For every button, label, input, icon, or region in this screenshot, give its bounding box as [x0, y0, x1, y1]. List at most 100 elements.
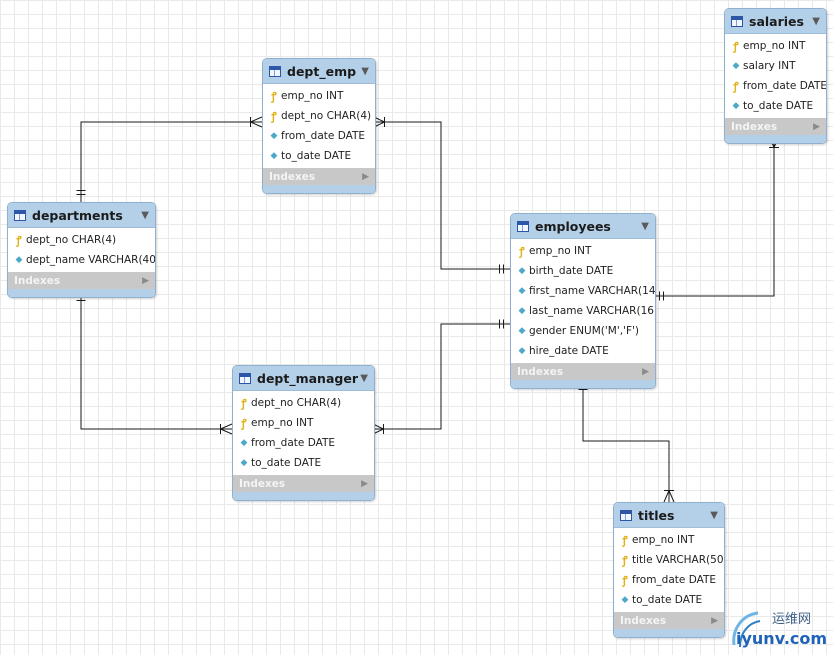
column-row[interactable]: ◆to_date DATE — [233, 453, 374, 473]
table-header[interactable]: employees ▼ — [511, 214, 655, 239]
column-row[interactable]: ꝭ from_date DATE — [614, 570, 724, 590]
table-icon — [269, 65, 281, 77]
table-header[interactable]: departments ▼ — [8, 203, 155, 228]
column-label: emp_no INT — [743, 40, 806, 52]
column-row[interactable]: ꝭ from_date DATE — [725, 76, 826, 96]
column-label: to_date DATE — [632, 594, 703, 606]
column-row[interactable]: ꝭ emp_no INT — [614, 530, 724, 550]
table-icon — [14, 209, 26, 221]
indexes-label: Indexes — [14, 274, 61, 287]
attribute-diamond-icon: ◆ — [15, 255, 23, 265]
table-footer — [263, 185, 375, 193]
expand-arrow-icon[interactable]: ▶ — [142, 275, 149, 286]
column-label: birth_date DATE — [529, 265, 614, 277]
attribute-diamond-icon: ◆ — [240, 458, 248, 468]
swoosh-icon — [732, 611, 761, 648]
primary-key-icon: ꝭ — [733, 79, 739, 93]
table-header[interactable]: salaries ▼ — [725, 9, 826, 34]
column-label: from_date DATE — [632, 574, 717, 586]
indexes-bar[interactable]: Indexes▶ — [725, 118, 826, 135]
column-label: to_date DATE — [281, 150, 352, 162]
collapse-arrow-icon[interactable]: ▼ — [812, 15, 820, 27]
indexes-bar[interactable]: Indexes ▶ — [8, 272, 155, 289]
collapse-arrow-icon[interactable]: ▼ — [641, 220, 649, 232]
column-row[interactable]: ◆from_date DATE — [233, 433, 374, 453]
primary-key-icon: ꝭ — [241, 416, 247, 430]
indexes-bar[interactable]: Indexes▶ — [511, 363, 655, 380]
attribute-diamond-icon: ◆ — [732, 101, 740, 111]
attribute-diamond-icon: ◆ — [621, 595, 629, 605]
column-row[interactable]: ◆dept_name VARCHAR(40) — [8, 250, 155, 270]
table-header[interactable]: titles ▼ — [614, 503, 724, 528]
column-label: from_date DATE — [743, 80, 827, 92]
indexes-bar[interactable]: Indexes▶ — [614, 612, 724, 629]
column-row[interactable]: ◆hire_date DATE — [511, 341, 655, 361]
column-row[interactable]: ◆to_date DATE — [263, 146, 375, 166]
expand-arrow-icon[interactable]: ▶ — [361, 478, 368, 489]
column-row[interactable]: ◆gender ENUM('M','F') — [511, 321, 655, 341]
indexes-bar[interactable]: Indexes ▶ — [263, 168, 375, 185]
column-label: from_date DATE — [251, 437, 336, 449]
relationship-line[interactable] — [374, 121, 510, 270]
table-header[interactable]: dept_manager ▼ — [233, 366, 374, 391]
column-row[interactable]: ◆birth_date DATE — [511, 261, 655, 281]
column-label: hire_date DATE — [529, 345, 609, 357]
expand-arrow-icon[interactable]: ▶ — [642, 366, 649, 377]
column-row[interactable]: ꝭ emp_no INT — [725, 36, 826, 56]
primary-key-icon: ꝭ — [519, 244, 525, 258]
column-row[interactable]: ◆to_date DATE — [725, 96, 826, 116]
collapse-arrow-icon[interactable]: ▼ — [141, 209, 149, 221]
watermark-logo: 运维网 iyunv.com — [728, 605, 832, 653]
relationship-line[interactable] — [373, 323, 510, 430]
attribute-diamond-icon: ◆ — [270, 151, 278, 161]
column-row[interactable]: ◆to_date DATE — [614, 590, 724, 610]
relationship-line[interactable] — [654, 136, 775, 297]
column-label: emp_no INT — [251, 417, 314, 429]
column-row[interactable]: ◆from_date DATE — [263, 126, 375, 146]
attribute-diamond-icon: ◆ — [518, 326, 526, 336]
column-label: dept_name VARCHAR(40) — [26, 254, 156, 266]
column-row[interactable]: ◆first_name VARCHAR(14) — [511, 281, 655, 301]
collapse-arrow-icon[interactable]: ▼ — [360, 372, 368, 384]
primary-key-icon: ꝭ — [622, 573, 628, 587]
column-row[interactable]: ◆last_name VARCHAR(16) — [511, 301, 655, 321]
primary-key-icon: ꝭ — [622, 553, 628, 567]
expand-arrow-icon[interactable]: ▶ — [711, 615, 718, 626]
column-label: emp_no INT — [281, 90, 344, 102]
attribute-diamond-icon: ◆ — [270, 131, 278, 141]
table-name: dept_manager — [257, 370, 358, 386]
table-footer — [233, 492, 374, 500]
column-label: to_date DATE — [743, 100, 814, 112]
column-label: dept_no CHAR(4) — [281, 110, 372, 122]
column-row[interactable]: ꝭ emp_no INT — [233, 413, 374, 433]
attribute-diamond-icon: ◆ — [518, 346, 526, 356]
primary-key-icon: ꝭ — [733, 39, 739, 53]
indexes-label: Indexes — [269, 170, 316, 183]
primary-key-icon: ꝭ — [622, 533, 628, 547]
relationship-line[interactable] — [80, 121, 262, 202]
column-label: from_date DATE — [281, 130, 366, 142]
collapse-arrow-icon[interactable]: ▼ — [710, 509, 718, 521]
relationship-line[interactable] — [582, 380, 670, 502]
column-label: to_date DATE — [251, 457, 322, 469]
expand-arrow-icon[interactable]: ▶ — [813, 121, 820, 132]
relationship-line[interactable] — [80, 292, 232, 430]
column-row[interactable]: ◆salary INT — [725, 56, 826, 76]
collapse-arrow-icon[interactable]: ▼ — [361, 65, 369, 77]
table-header[interactable]: dept_emp ▼ — [263, 59, 375, 84]
indexes-bar[interactable]: Indexes▶ — [233, 475, 374, 492]
column-label: emp_no INT — [632, 534, 695, 546]
expand-arrow-icon[interactable]: ▶ — [362, 171, 369, 182]
